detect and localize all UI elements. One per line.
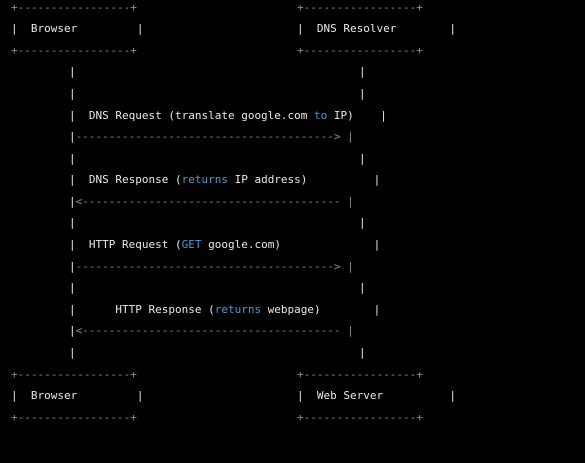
bottom-left-box-bottom-border: +-----------------+ bbox=[11, 411, 137, 424]
message-text: IP address) bbox=[227, 173, 308, 186]
top-right-box: | DNS Resolver | bbox=[297, 22, 456, 35]
message-text: HTTP Request ( bbox=[88, 238, 182, 251]
arrow-right: |---------------------------------------… bbox=[69, 130, 354, 143]
lifeline-left: | bbox=[69, 152, 76, 165]
top-left-box-top-border: +-----------------+ bbox=[11, 1, 137, 14]
bottom-left-box-label: Browser bbox=[30, 389, 78, 402]
message-text: DNS Response ( bbox=[88, 173, 182, 186]
bottom-right-box-label: Web Server bbox=[316, 389, 384, 402]
message-keyword: returns bbox=[214, 303, 262, 316]
top-right-box-top-border: +-----------------+ bbox=[297, 1, 423, 14]
message-text: HTTP Response ( bbox=[115, 303, 215, 316]
message-keyword: to bbox=[314, 109, 328, 122]
message-http-request: | HTTP Request (GET google.com) | bbox=[69, 238, 381, 251]
lifeline-left: | bbox=[69, 216, 76, 229]
lifeline-left: | bbox=[69, 87, 76, 100]
arrow-left: |<--------------------------------------… bbox=[69, 195, 354, 208]
bottom-right-box-top-border: +-----------------+ bbox=[297, 368, 423, 381]
message-text: DNS Request (translate google.com bbox=[88, 109, 315, 122]
top-right-box-label: DNS Resolver bbox=[316, 22, 397, 35]
lifeline-right: | bbox=[359, 216, 366, 229]
message-text: google.com) bbox=[201, 238, 281, 251]
lifeline-right: | bbox=[359, 87, 366, 100]
lifeline-right: | bbox=[359, 65, 366, 78]
bottom-right-box: | Web Server | bbox=[297, 389, 456, 402]
message-text: webpage) bbox=[261, 303, 321, 316]
message-http-response: | HTTP Response (returns webpage) | bbox=[69, 303, 381, 316]
lifeline-left: | bbox=[69, 346, 76, 359]
top-left-box: | Browser | bbox=[11, 22, 144, 35]
arrow-left: |<--------------------------------------… bbox=[69, 324, 354, 337]
lifeline-right: | bbox=[359, 281, 366, 294]
message-keyword: GET bbox=[181, 238, 202, 251]
top-left-box-label: Browser bbox=[30, 22, 78, 35]
arrow-right: |---------------------------------------… bbox=[69, 260, 354, 273]
message-keyword: returns bbox=[181, 173, 228, 186]
lifeline-left: | bbox=[69, 65, 76, 78]
lifeline-right: | bbox=[359, 346, 366, 359]
bottom-left-box-top-border: +-----------------+ bbox=[11, 368, 137, 381]
top-right-box-bottom-border: +-----------------+ bbox=[297, 44, 423, 57]
bottom-left-box: | Browser | bbox=[11, 389, 144, 402]
bottom-right-box-bottom-border: +-----------------+ bbox=[297, 411, 423, 424]
message-dns-request: | DNS Request (translate google.com to I… bbox=[69, 109, 387, 122]
message-dns-response: | DNS Response (returns IP address) | bbox=[69, 173, 381, 186]
lifeline-left: | bbox=[69, 281, 76, 294]
message-text: IP) bbox=[327, 109, 354, 122]
top-left-box-bottom-border: +-----------------+ bbox=[11, 44, 137, 57]
lifeline-right: | bbox=[359, 152, 366, 165]
